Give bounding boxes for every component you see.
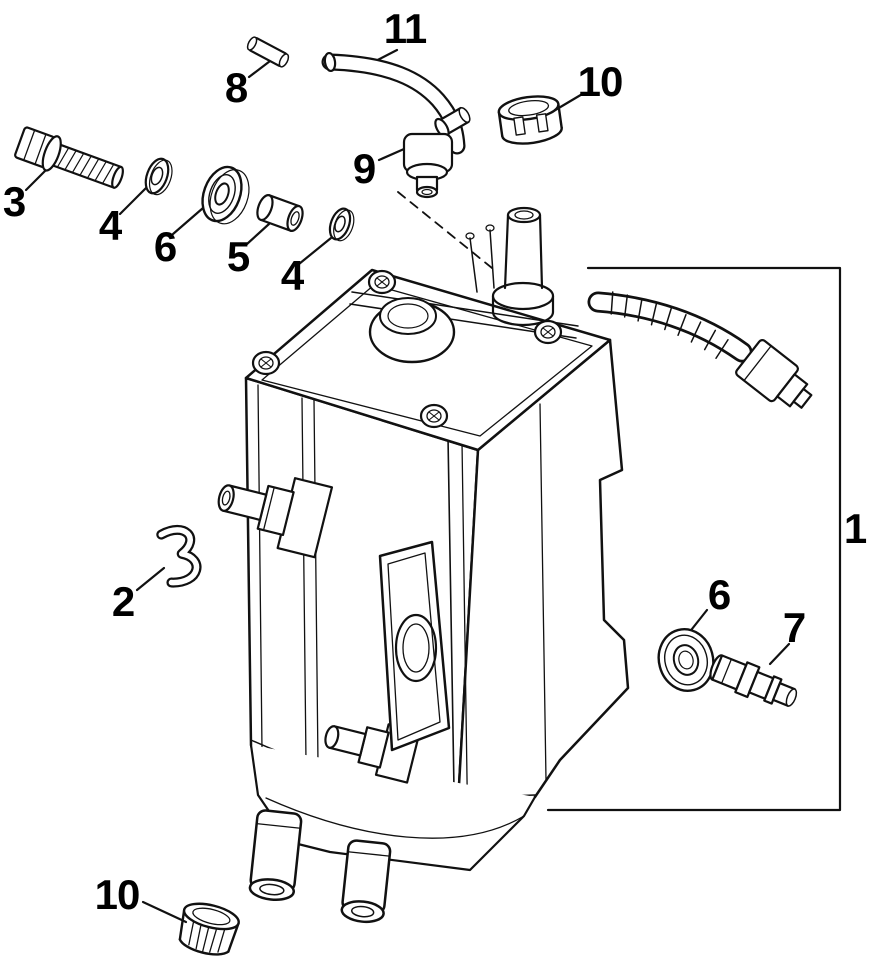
part-pin-8: [246, 36, 290, 68]
callout-1: 1: [843, 505, 867, 552]
front-bracket: [378, 540, 451, 752]
callout-8: 8: [224, 64, 248, 111]
callout-2: 2: [111, 578, 135, 625]
callout-11: 11: [383, 5, 427, 52]
callout-6-left: 6: [153, 223, 177, 270]
callout-7: 7: [782, 604, 806, 651]
part-hose-11: [321, 51, 466, 155]
part-grommet-6-left: [201, 165, 250, 225]
part-washer-4-left: [144, 157, 173, 196]
part-cap-10-bottom: [178, 902, 240, 956]
leader-lines: [24, 48, 791, 924]
corrugated-hose: [587, 291, 753, 363]
part-elbow-9: [402, 106, 471, 199]
part-spacer-5: [256, 194, 304, 232]
callout-10-top: 10: [577, 58, 624, 105]
part-clamp-10-top: [497, 95, 563, 145]
hose-connector: [735, 339, 813, 409]
part-bolt-3: [14, 126, 124, 189]
dome-cap: [368, 297, 456, 364]
part-main-assembly: [217, 206, 813, 924]
bracket-line-1: [546, 266, 842, 812]
left-outlet-nipple: [217, 477, 334, 559]
part-washer-4-right: [328, 207, 355, 242]
callout-5: 5: [226, 233, 250, 280]
callout-4-left: 4: [98, 202, 122, 249]
lid-screws: [251, 269, 563, 429]
callout-4-right: 4: [280, 252, 304, 299]
assembly-axis-dashed-line: [397, 191, 493, 269]
callout-10-bottom: 10: [94, 871, 141, 918]
callout-3: 3: [2, 178, 26, 225]
top-fitting: [491, 206, 555, 327]
part-grommet-6-right: [657, 628, 715, 692]
part-fitting-7: [709, 654, 798, 707]
callout-6-right: 6: [707, 571, 731, 618]
part-clip-2: [156, 524, 202, 588]
callout-9: 9: [352, 145, 376, 192]
